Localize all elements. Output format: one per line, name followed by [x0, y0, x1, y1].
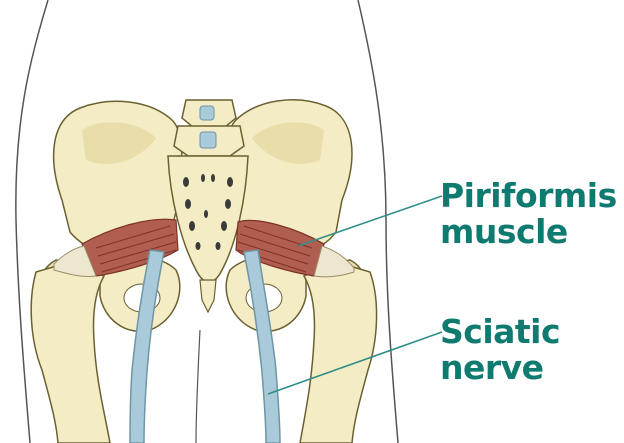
sacrum	[168, 156, 248, 282]
vertebral-canal-lower	[200, 132, 216, 148]
piriformis-muscle-label: Piriformis muscle	[440, 178, 617, 250]
gluteal-cleft	[196, 330, 200, 443]
coccyx	[200, 280, 216, 312]
sciatic-label-line1: Sciatic	[440, 314, 560, 350]
vertebral-canal	[200, 106, 214, 120]
sciatic-nerve-label: Sciatic nerve	[440, 314, 560, 386]
piriformis-label-line1: Piriformis	[440, 178, 617, 214]
sciatic-label-line2: nerve	[440, 350, 560, 386]
left-femur	[31, 262, 110, 443]
piriformis-label-line2: muscle	[440, 214, 617, 250]
right-femur	[300, 262, 377, 443]
